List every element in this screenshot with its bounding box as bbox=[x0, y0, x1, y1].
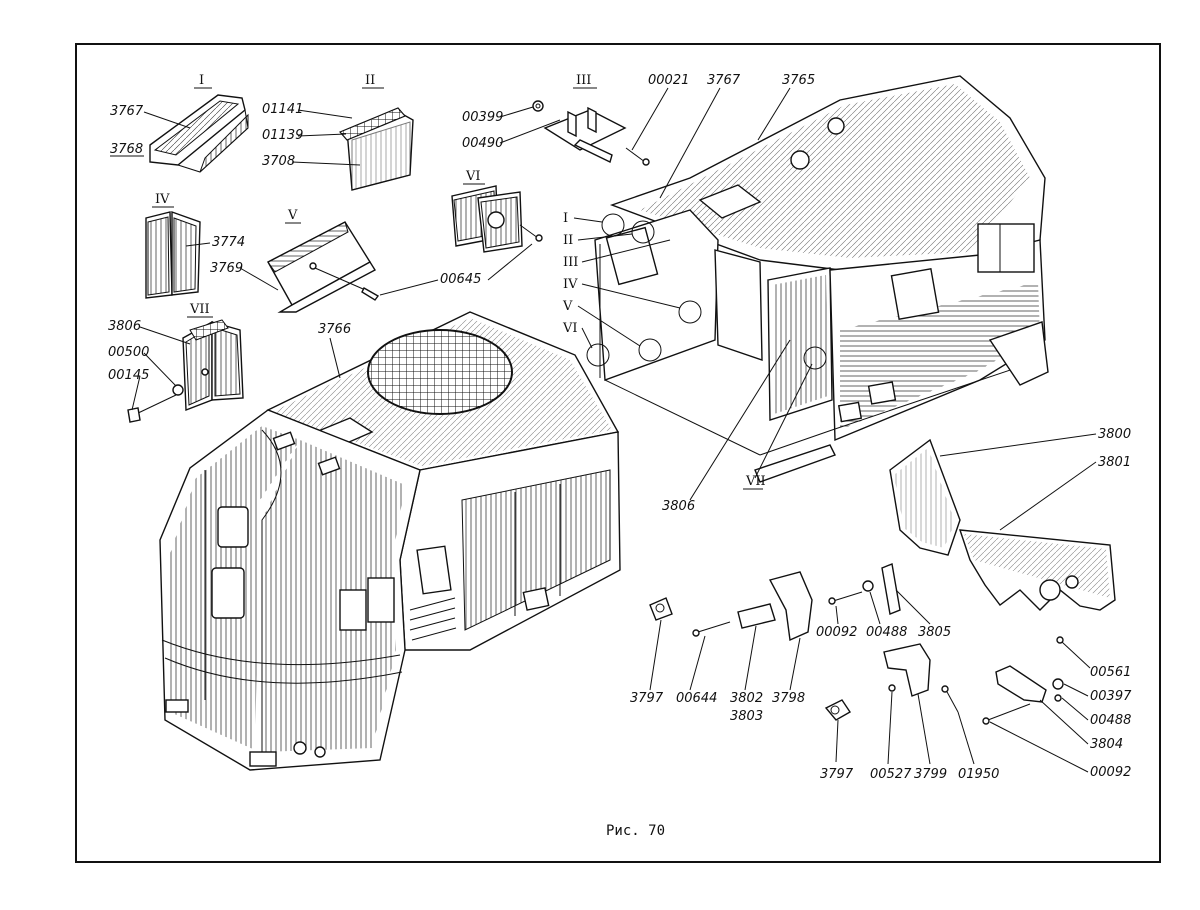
callout-00527: 00527 bbox=[870, 767, 912, 782]
callout-00488-a: 00488 bbox=[866, 625, 907, 640]
detail-III-group: III 00399 00490 00021 bbox=[462, 73, 689, 166]
detail-VII-group: VII 3806 00500 00145 bbox=[108, 302, 244, 423]
callout-00092-a: 00092 bbox=[816, 625, 857, 640]
detail-II-group: II 01141 01139 3708 bbox=[262, 73, 414, 191]
callout-3806-a: 3806 bbox=[108, 319, 141, 334]
main-hood-assembly: 3766 bbox=[159, 311, 621, 771]
side-panels-group: 3800 3801 bbox=[889, 427, 1131, 611]
pointer-III: III bbox=[563, 255, 578, 270]
callout-3797-a: 3797 bbox=[630, 691, 664, 706]
detail-II-label: II bbox=[365, 73, 375, 88]
callout-3805: 3805 bbox=[918, 625, 951, 640]
callout-3804: 3804 bbox=[1090, 737, 1123, 752]
callout-01950: 01950 bbox=[958, 767, 999, 782]
detail-I-group: I 3767 3768 bbox=[110, 73, 249, 173]
callout-00644: 00644 bbox=[676, 691, 717, 706]
callout-3765: 3765 bbox=[782, 73, 815, 88]
callout-00561: 00561 bbox=[1090, 665, 1131, 680]
detail-III-label: III bbox=[576, 73, 591, 88]
detail-V-label: V bbox=[287, 208, 298, 223]
pointer-VI: VI bbox=[562, 321, 578, 336]
callout-00145: 00145 bbox=[108, 368, 149, 383]
callout-3801: 3801 bbox=[1098, 455, 1131, 470]
pointer-V: V bbox=[562, 299, 573, 314]
callout-3806-b: 3806 bbox=[662, 499, 695, 514]
detail-V-group: V 3769 bbox=[210, 208, 380, 313]
detail-IV-group: IV 3774 bbox=[145, 192, 245, 299]
callout-01139: 01139 bbox=[262, 128, 303, 143]
pointer-IV: IV bbox=[563, 277, 578, 292]
figure-caption: Рис. 70 bbox=[606, 823, 665, 839]
pointer-I: I bbox=[563, 211, 568, 226]
callout-00645: 00645 bbox=[440, 272, 481, 287]
callout-00092-b: 00092 bbox=[1090, 765, 1131, 780]
callout-3797-b: 3797 bbox=[820, 767, 854, 782]
callout-3769: 3769 bbox=[210, 261, 243, 276]
callout-01141: 01141 bbox=[262, 102, 303, 117]
callout-00500: 00500 bbox=[108, 345, 149, 360]
detail-VI-group: VI 00645 bbox=[379, 169, 543, 296]
callout-3800: 3800 bbox=[1098, 427, 1131, 442]
callout-3799: 3799 bbox=[914, 767, 947, 782]
callout-3767-a: 3767 bbox=[110, 104, 144, 119]
detail-VI-label: VI bbox=[465, 169, 481, 184]
callout-00488-b: 00488 bbox=[1090, 713, 1131, 728]
pointer-II: II bbox=[563, 233, 573, 248]
callout-00397: 00397 bbox=[1090, 689, 1132, 704]
cab-body-assembly: I II III IV V VI 3767 3765 3806 VII bbox=[562, 73, 1049, 514]
callout-3798: 3798 bbox=[772, 691, 805, 706]
callout-00021: 00021 bbox=[648, 73, 689, 88]
callout-3766: 3766 bbox=[318, 322, 351, 337]
pointer-VII: VII bbox=[745, 474, 766, 489]
small-hardware-group: 3797 00644 3802 3803 3798 00092 00488 38… bbox=[630, 563, 1132, 782]
callout-3768: 3768 bbox=[110, 142, 143, 157]
drawing-border bbox=[75, 43, 1161, 863]
detail-I-label: I bbox=[199, 73, 204, 88]
callout-3803: 3803 bbox=[730, 709, 763, 724]
callout-3708: 3708 bbox=[262, 154, 295, 169]
callout-00490: 00490 bbox=[462, 136, 503, 151]
callout-3774: 3774 bbox=[212, 235, 245, 250]
detail-VII-label: VII bbox=[189, 302, 210, 317]
detail-IV-label: IV bbox=[155, 192, 170, 207]
callout-3802: 3802 bbox=[730, 691, 763, 706]
callout-3767-b: 3767 bbox=[707, 73, 741, 88]
callout-00399: 00399 bbox=[462, 110, 503, 125]
